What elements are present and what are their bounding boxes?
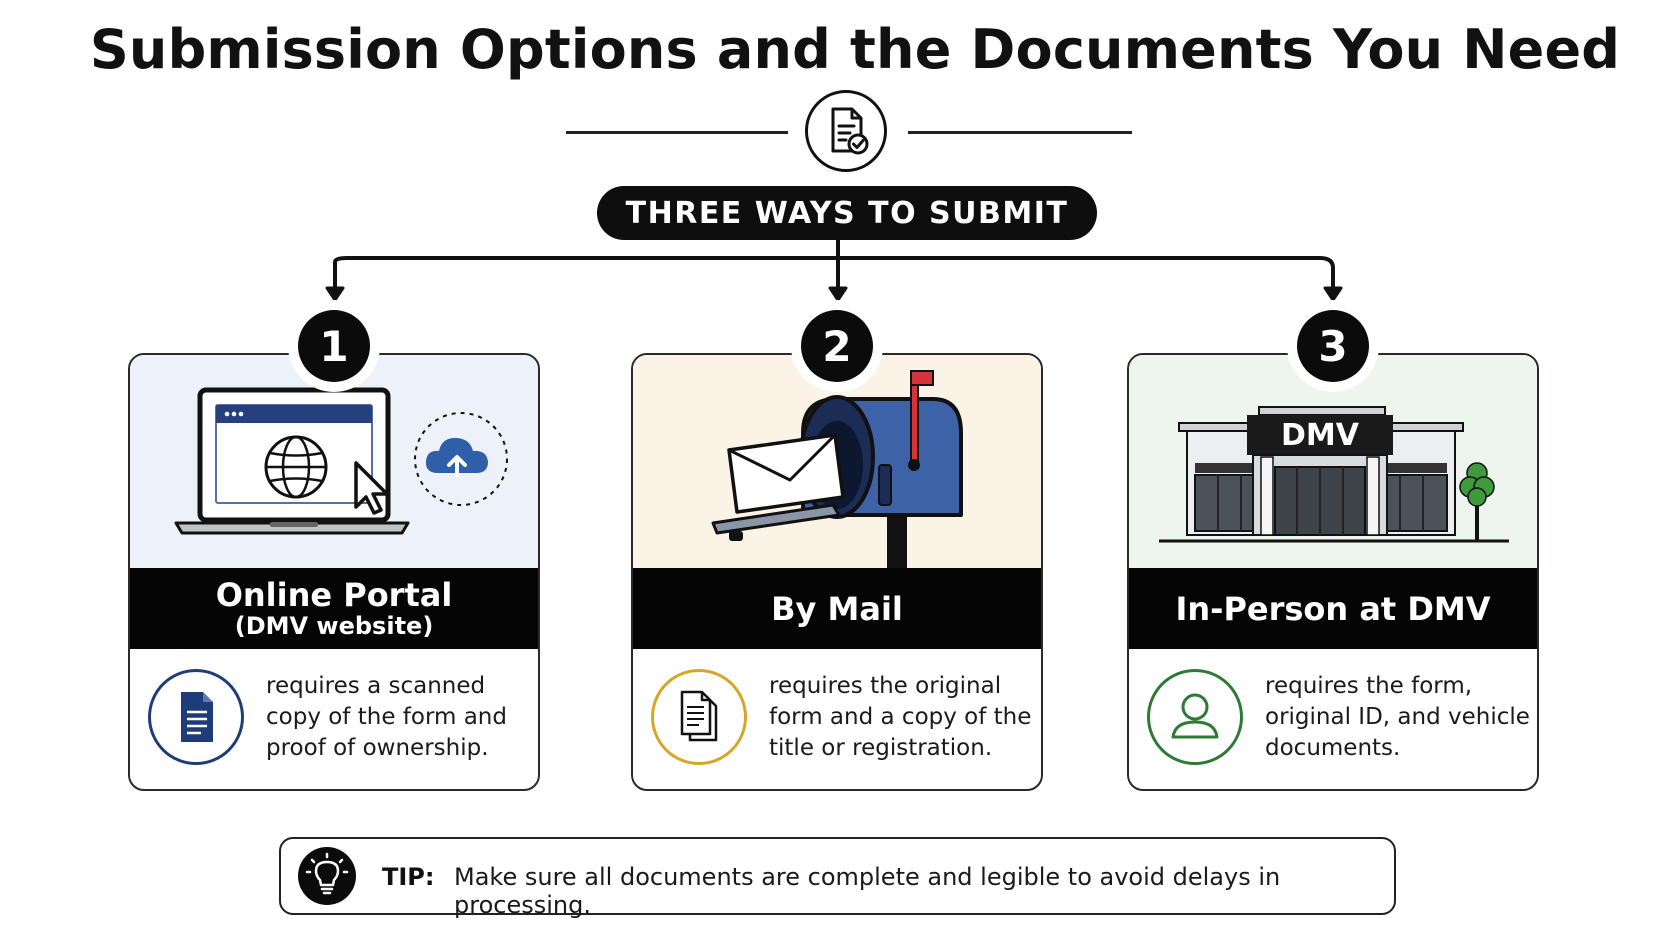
tip-text: Make sure all documents are complete and… <box>454 863 1281 919</box>
option-description: requires the original form and a copy of… <box>769 673 1032 761</box>
title-divider-left <box>566 131 788 134</box>
step-number-1: 1 <box>298 310 370 382</box>
option-card-online: Online Portal (DMV website) requires a s… <box>128 353 540 791</box>
option-subtitle: (DMV website) <box>234 611 434 640</box>
mail-illustration <box>633 355 1041 568</box>
option-title: Online Portal <box>215 575 453 614</box>
option-band-in-person: In-Person at DMV <box>1129 568 1537 649</box>
option-card-mail: By Mail requires the original form and a… <box>631 353 1043 791</box>
step-number-3: 3 <box>1297 310 1369 382</box>
dmv-sign-text: DMV <box>1281 418 1360 453</box>
option-title: By Mail <box>771 589 903 628</box>
option-band-online: Online Portal (DMV website) <box>130 568 538 649</box>
option-band-mail: By Mail <box>633 568 1041 649</box>
option-body-mail: requires the original form and a copy of… <box>633 649 1041 789</box>
documents-stack-icon <box>651 669 747 765</box>
step-number-2: 2 <box>801 310 873 382</box>
option-body-online: requires a scanned copy of the form and … <box>130 649 538 789</box>
option-description: requires the form, original ID, and vehi… <box>1265 673 1530 761</box>
three-ways-header: THREE WAYS TO SUBMIT <box>597 186 1097 240</box>
option-body-in-person: requires the form, original ID, and vehi… <box>1129 649 1537 789</box>
option-description: requires a scanned copy of the form and … <box>266 673 507 761</box>
option-title: In-Person at DMV <box>1175 589 1491 628</box>
online-illustration <box>130 355 538 568</box>
document-icon <box>148 669 244 765</box>
option-card-in-person: DMV In-Person at DMV requires the form, … <box>1127 353 1539 791</box>
lightbulb-icon <box>298 847 356 905</box>
page-title: Submission Options and the Documents You… <box>89 18 1621 81</box>
person-icon <box>1147 669 1243 765</box>
tip-box: TIP: Make sure all documents are complet… <box>279 837 1396 919</box>
document-check-icon <box>805 90 887 172</box>
tip-label: TIP: <box>382 863 435 891</box>
dmv-building-illustration: DMV <box>1129 355 1537 568</box>
title-divider-right <box>908 131 1132 134</box>
